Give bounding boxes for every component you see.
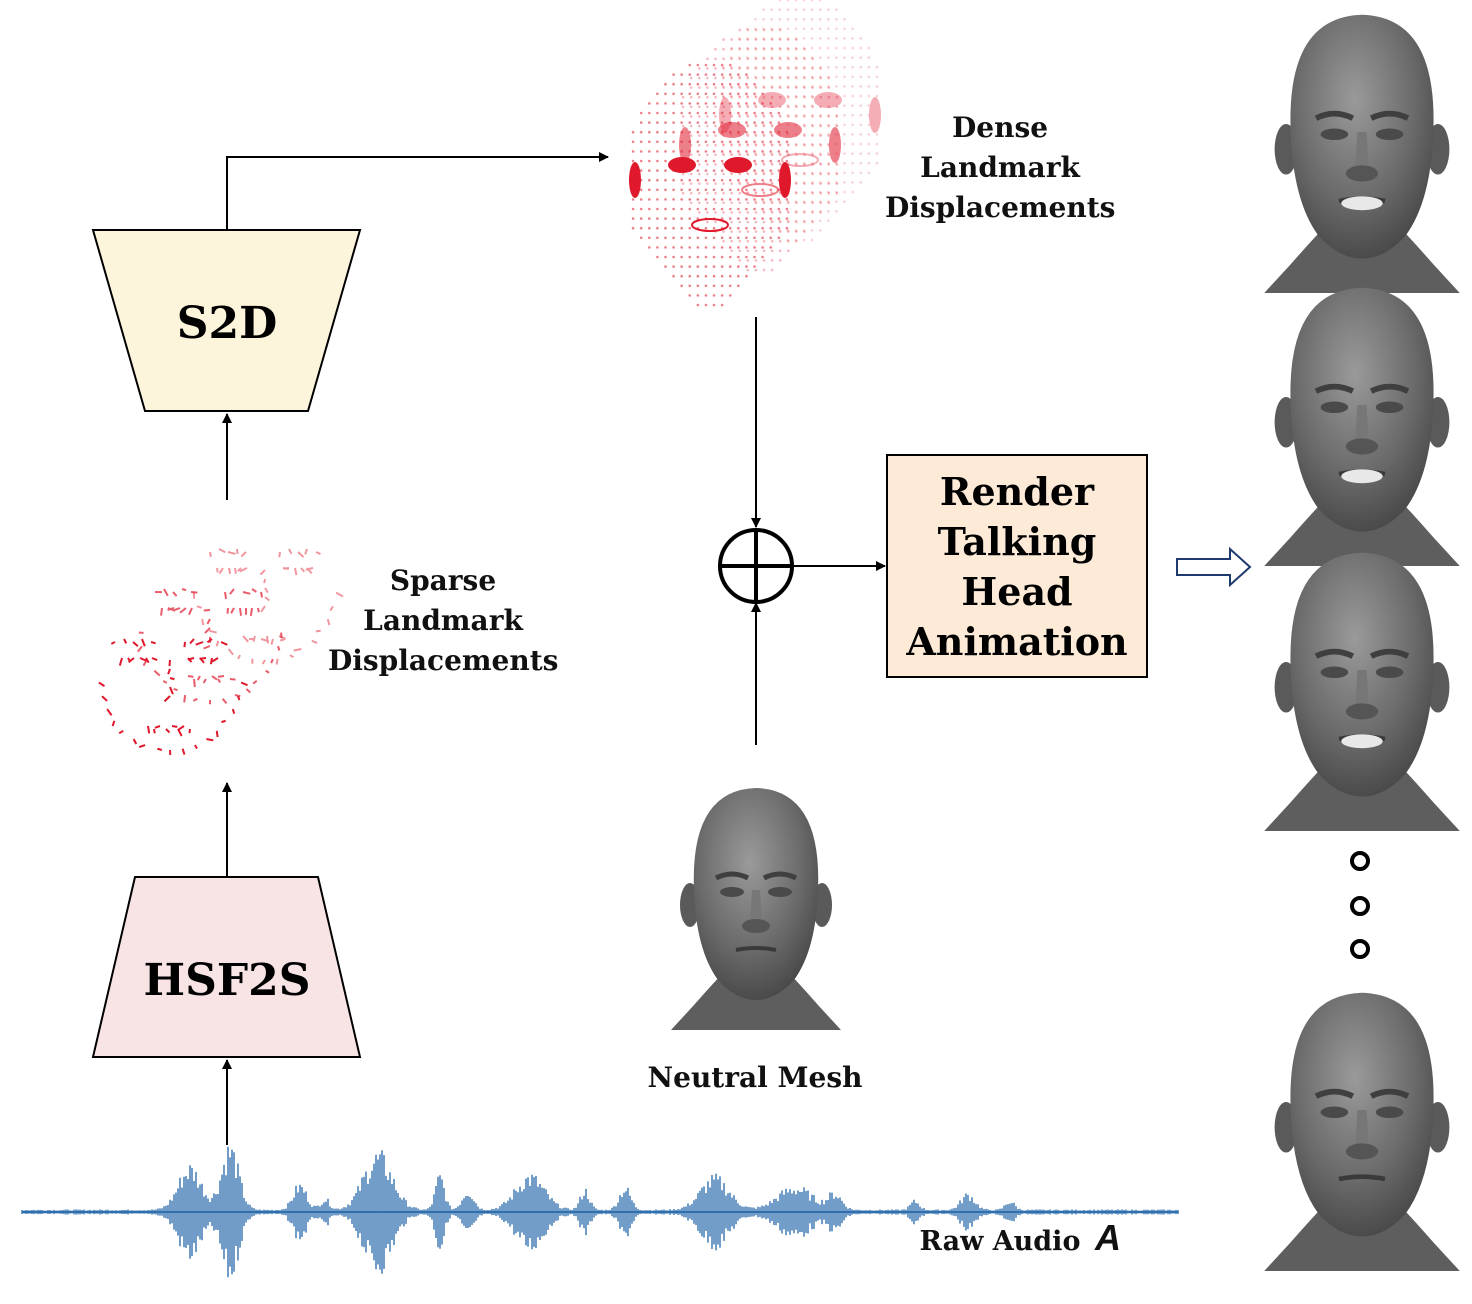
dense-line-2: Landmark (920, 151, 1080, 184)
render-line-1: Render (940, 469, 1095, 514)
neutral-mesh-label: Neutral Mesh (647, 1061, 863, 1094)
render-box: Render Talking Head Animation (886, 454, 1148, 678)
output-head-3 (1264, 553, 1460, 831)
render-line-4: Animation (905, 619, 1127, 664)
output-head-1 (1264, 15, 1460, 293)
dense-line-1: Dense (951, 111, 1049, 144)
audio-symbol: A (1094, 1217, 1121, 1258)
sparse-label: Sparse Landmark Displacements (328, 561, 558, 681)
output-head-4 (1264, 993, 1460, 1271)
sparse-line-3: Displacements (328, 644, 559, 677)
sparse-line-2: Landmark (363, 604, 523, 637)
hsf2s-module: HSF2S (91, 876, 362, 1058)
neutral-mesh-head (671, 788, 841, 1030)
vertical-dots-icon (1350, 851, 1370, 959)
raw-audio-label: Raw Audio (919, 1226, 1081, 1257)
arrows (222, 152, 886, 1145)
dense-landmark-mesh (629, 0, 881, 307)
output-head-2 (1264, 288, 1460, 566)
sparse-landmark-faces (98, 548, 344, 756)
raw-audio-waveform (21, 1146, 1179, 1278)
hollow-arrow-icon (1176, 546, 1252, 588)
render-line-3: Head (961, 569, 1072, 614)
sparse-line-1: Sparse (389, 564, 497, 597)
circled-plus-icon (718, 528, 794, 604)
render-line-2: Talking (938, 519, 1097, 564)
s2d-module: S2D (91, 229, 362, 412)
dense-line-3: Displacements (885, 191, 1116, 224)
arrow-s2d-to-dense (226, 152, 609, 230)
s2d-label: S2D (177, 298, 278, 349)
hsf2s-label: HSF2S (144, 955, 311, 1006)
dense-label: Dense Landmark Displacements (885, 108, 1115, 228)
